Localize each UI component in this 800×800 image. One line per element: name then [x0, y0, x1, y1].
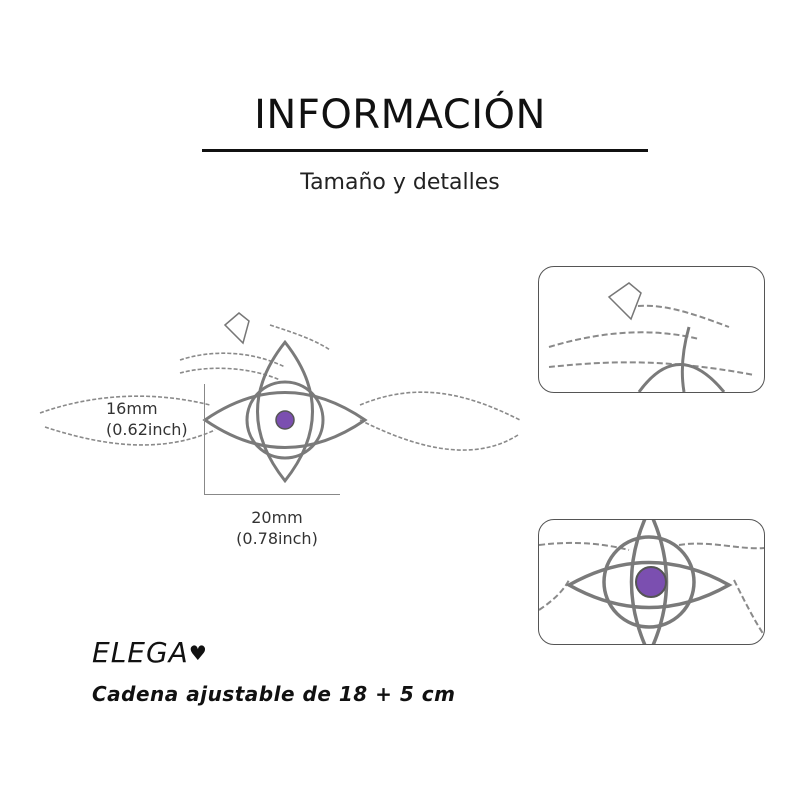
- height-guide-line: [204, 384, 205, 494]
- height-dimension: 16mm (0.62inch): [106, 398, 188, 440]
- height-inch: (0.62inch): [106, 420, 188, 439]
- bracelet-image: [30, 295, 530, 495]
- height-mm: 16mm: [106, 399, 158, 418]
- brand-name: ELEGA: [92, 636, 189, 669]
- page-title: INFORMACIÓN: [254, 92, 546, 138]
- width-mm: 20mm: [251, 508, 303, 527]
- width-inch: (0.78inch): [236, 529, 318, 548]
- heart-icon: ♥: [188, 641, 208, 665]
- chain-length-caption: Cadena ajustable de 18 + 5 cm: [92, 682, 456, 706]
- detail-image-chain: [538, 266, 765, 393]
- title-underline: [202, 149, 648, 152]
- detail-image-pendant: [538, 519, 765, 645]
- width-guide-line: [204, 494, 340, 495]
- page-subtitle: Tamaño y detalles: [300, 170, 500, 195]
- brand-logo: ELEGA♥: [92, 636, 208, 669]
- width-dimension: 20mm (0.78inch): [222, 507, 332, 549]
